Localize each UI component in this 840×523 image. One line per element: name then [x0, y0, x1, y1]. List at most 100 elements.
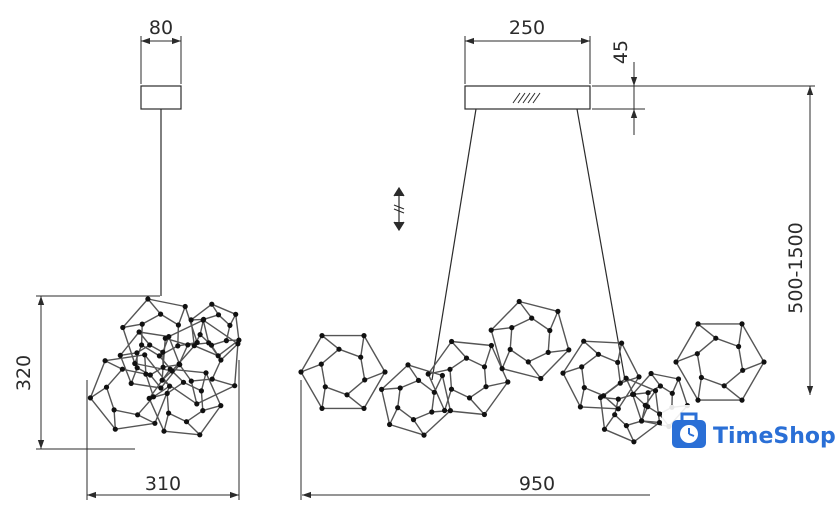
frame-rod	[650, 372, 679, 380]
frame-rod	[300, 363, 322, 373]
frame-rod	[617, 362, 621, 384]
frame-rod	[547, 330, 551, 353]
frame-joint	[147, 342, 153, 348]
frame-rod	[581, 366, 585, 388]
frame-joint	[577, 404, 584, 410]
frame-rod	[466, 357, 485, 368]
frame-rod	[120, 352, 138, 357]
frame-joint	[319, 333, 325, 339]
frame-rod	[737, 323, 743, 347]
frame-rod	[119, 355, 132, 384]
frame-rod	[557, 311, 570, 351]
frame-rod	[451, 388, 470, 399]
frame-joint	[198, 388, 204, 394]
frame-joint	[405, 362, 411, 368]
frame-rod	[654, 390, 661, 423]
frame-joint	[761, 359, 767, 365]
frame-rod	[617, 342, 623, 363]
frame-joint	[298, 369, 304, 375]
frame-rod	[427, 341, 453, 375]
side-canopy	[140, 85, 182, 110]
frame-joint	[488, 327, 494, 333]
watermark-brand: TimeShop	[713, 424, 836, 449]
frame-rod	[677, 378, 689, 406]
frame-rod	[141, 344, 160, 357]
dim-label-950: 950	[519, 473, 555, 495]
frame-joint	[135, 412, 141, 418]
frame-rod	[200, 390, 204, 411]
frame-joint	[555, 308, 561, 314]
frame-joint	[648, 370, 654, 377]
frame-rod	[675, 323, 699, 363]
frame-joint	[167, 383, 173, 389]
dim-canopy-height	[592, 62, 645, 135]
frame-joint	[119, 366, 125, 372]
frame-joint	[499, 366, 505, 372]
side-cluster	[87, 296, 242, 438]
frame-rod	[397, 407, 414, 421]
frame-rod	[148, 398, 165, 432]
frame-joint	[615, 359, 621, 365]
frame-rod	[631, 394, 643, 422]
frame-joint	[182, 303, 188, 310]
frame-rod	[200, 372, 207, 392]
frame-rod	[122, 298, 149, 328]
frame-joint	[160, 364, 166, 370]
frame-joint	[694, 351, 700, 357]
frame-rod	[620, 342, 640, 378]
frame-rod	[144, 354, 147, 375]
suitcase-clock-icon	[672, 412, 706, 448]
frame-rod	[449, 357, 467, 370]
frame-rod	[451, 341, 468, 359]
dim-side-width	[86, 360, 240, 500]
frame-joint	[128, 380, 134, 386]
frame-joint	[615, 406, 621, 412]
frame-rod	[399, 379, 419, 389]
frame-rod	[205, 372, 222, 406]
frame-rod	[363, 371, 386, 409]
frame-joint	[156, 353, 162, 359]
frame-joint	[223, 338, 229, 344]
frame-joint	[395, 405, 401, 411]
adjustable-height-icon	[393, 186, 405, 232]
frame-rod	[632, 373, 652, 395]
frame-joint	[652, 388, 659, 394]
frame-joint	[166, 334, 172, 340]
frame-joint	[623, 423, 630, 429]
frame-rod	[633, 393, 646, 406]
frame-rod	[165, 337, 188, 346]
frame-joint	[721, 383, 727, 389]
frame-joint	[197, 332, 203, 338]
frame-rod	[131, 382, 162, 389]
frame-joint	[529, 315, 535, 321]
frame-joint	[183, 419, 190, 425]
frame-joint	[120, 324, 126, 331]
frame-rod	[644, 390, 657, 406]
frame-rod	[562, 340, 585, 374]
frame-joint	[619, 340, 625, 346]
frame-rod	[160, 364, 181, 389]
frame-rod	[443, 388, 453, 411]
frame-rod	[633, 421, 660, 443]
frame-joint	[481, 411, 487, 418]
frame-joint	[483, 384, 489, 390]
frame-rod	[177, 306, 186, 326]
frame-joint	[201, 316, 207, 322]
frame-rod	[518, 301, 533, 319]
frame-rod	[89, 397, 116, 430]
frame-joint	[630, 391, 636, 397]
frame-rod	[490, 329, 503, 369]
frame-joint	[188, 378, 194, 384]
frame-rod	[134, 362, 173, 372]
frame-joint	[673, 359, 679, 365]
frame-joint	[146, 395, 152, 401]
frame-rod	[583, 340, 622, 344]
frame-joint	[142, 352, 148, 358]
frame-joint	[102, 358, 108, 364]
frame-joint	[111, 407, 117, 413]
frame-rod	[418, 379, 435, 393]
frame-joint	[595, 351, 602, 357]
frame-rod	[138, 331, 169, 338]
canopy-hatch	[512, 92, 541, 104]
